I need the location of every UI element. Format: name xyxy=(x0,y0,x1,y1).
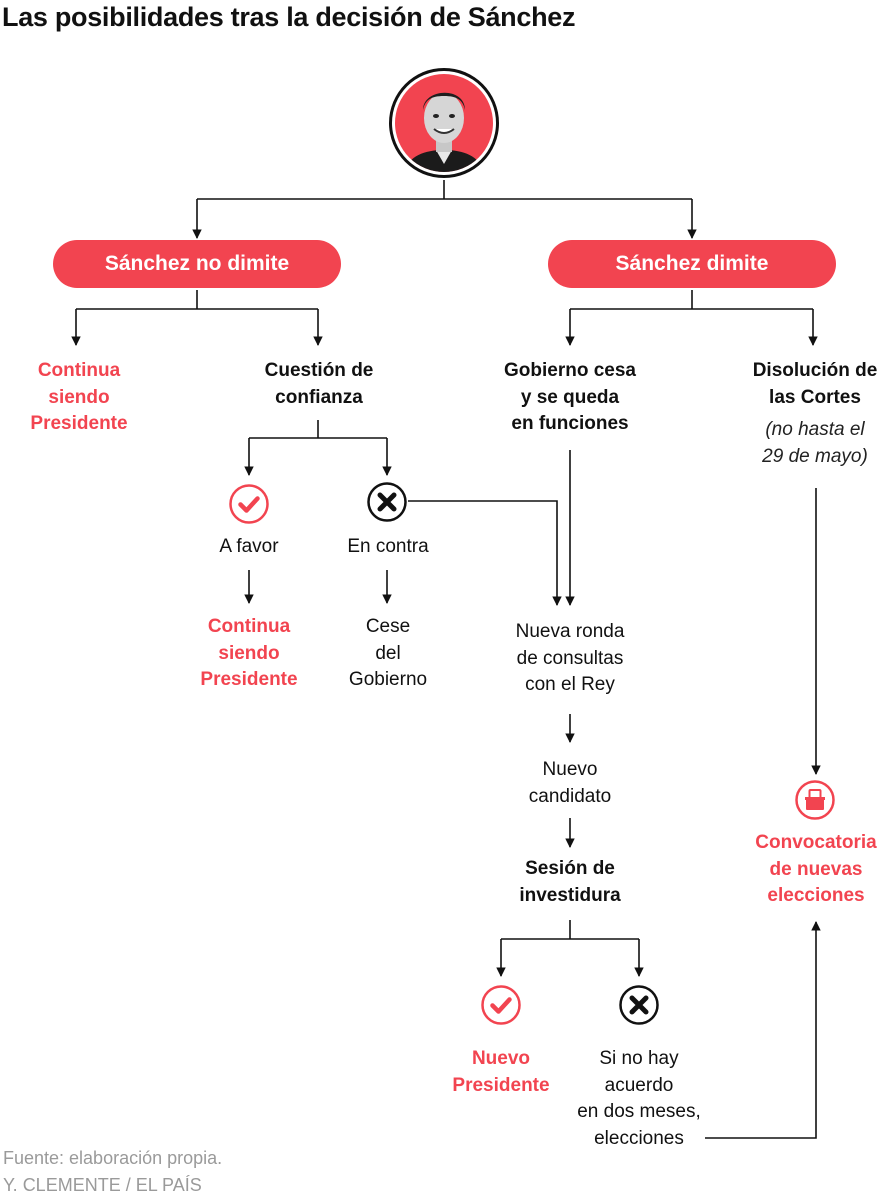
nuevo-presidente: Nuevo Presidente xyxy=(452,1048,550,1096)
page-title: Las posibilidades tras la decisión de Sá… xyxy=(2,2,576,32)
source-note: Fuente: elaboración propia. xyxy=(3,1148,223,1168)
disolucion-cortes: Disolución de las Cortes (no hasta el 29… xyxy=(752,360,878,467)
sanchez-portrait xyxy=(389,68,499,178)
cross-icon xyxy=(367,482,407,522)
credit: Y. CLEMENTE / EL PAÍS xyxy=(3,1175,202,1195)
ballot-box-icon xyxy=(795,780,835,820)
disolucion-note: (no hasta el xyxy=(765,419,865,440)
continua-presidente: Continua siendo Presidente xyxy=(30,360,128,434)
nueva-ronda: Nueva ronda de consultas con el Rey xyxy=(515,621,625,695)
convocatoria-elecciones: Convocatoria de nuevas elecciones xyxy=(755,832,877,906)
pill-dimite: Sánchez dimite xyxy=(548,240,836,288)
pill-no-dimite-label: Sánchez no dimite xyxy=(104,252,290,275)
sin-acuerdo: Si no hay acuerdo en dos meses, eleccion… xyxy=(577,1048,701,1149)
en-contra-result: Cese del Gobierno xyxy=(348,616,428,690)
a-favor-result: Continua siendo Presidente xyxy=(200,616,298,690)
pill-dimite-label: Sánchez dimite xyxy=(615,252,769,275)
check-icon xyxy=(481,985,521,1025)
check-icon xyxy=(229,484,269,524)
en-contra-label: En contra xyxy=(347,536,429,557)
gobierno-en-funciones: Gobierno cesa y se queda en funciones xyxy=(504,360,636,434)
pill-no-dimite: Sánchez no dimite xyxy=(53,240,341,288)
cuestion-confianza: Cuestión de confianza xyxy=(264,360,374,408)
a-favor-label: A favor xyxy=(219,536,279,557)
nuevo-candidato: Nuevo candidato xyxy=(528,759,612,807)
sesion-investidura: Sesión de investidura xyxy=(519,858,621,906)
cross-icon xyxy=(619,985,659,1025)
